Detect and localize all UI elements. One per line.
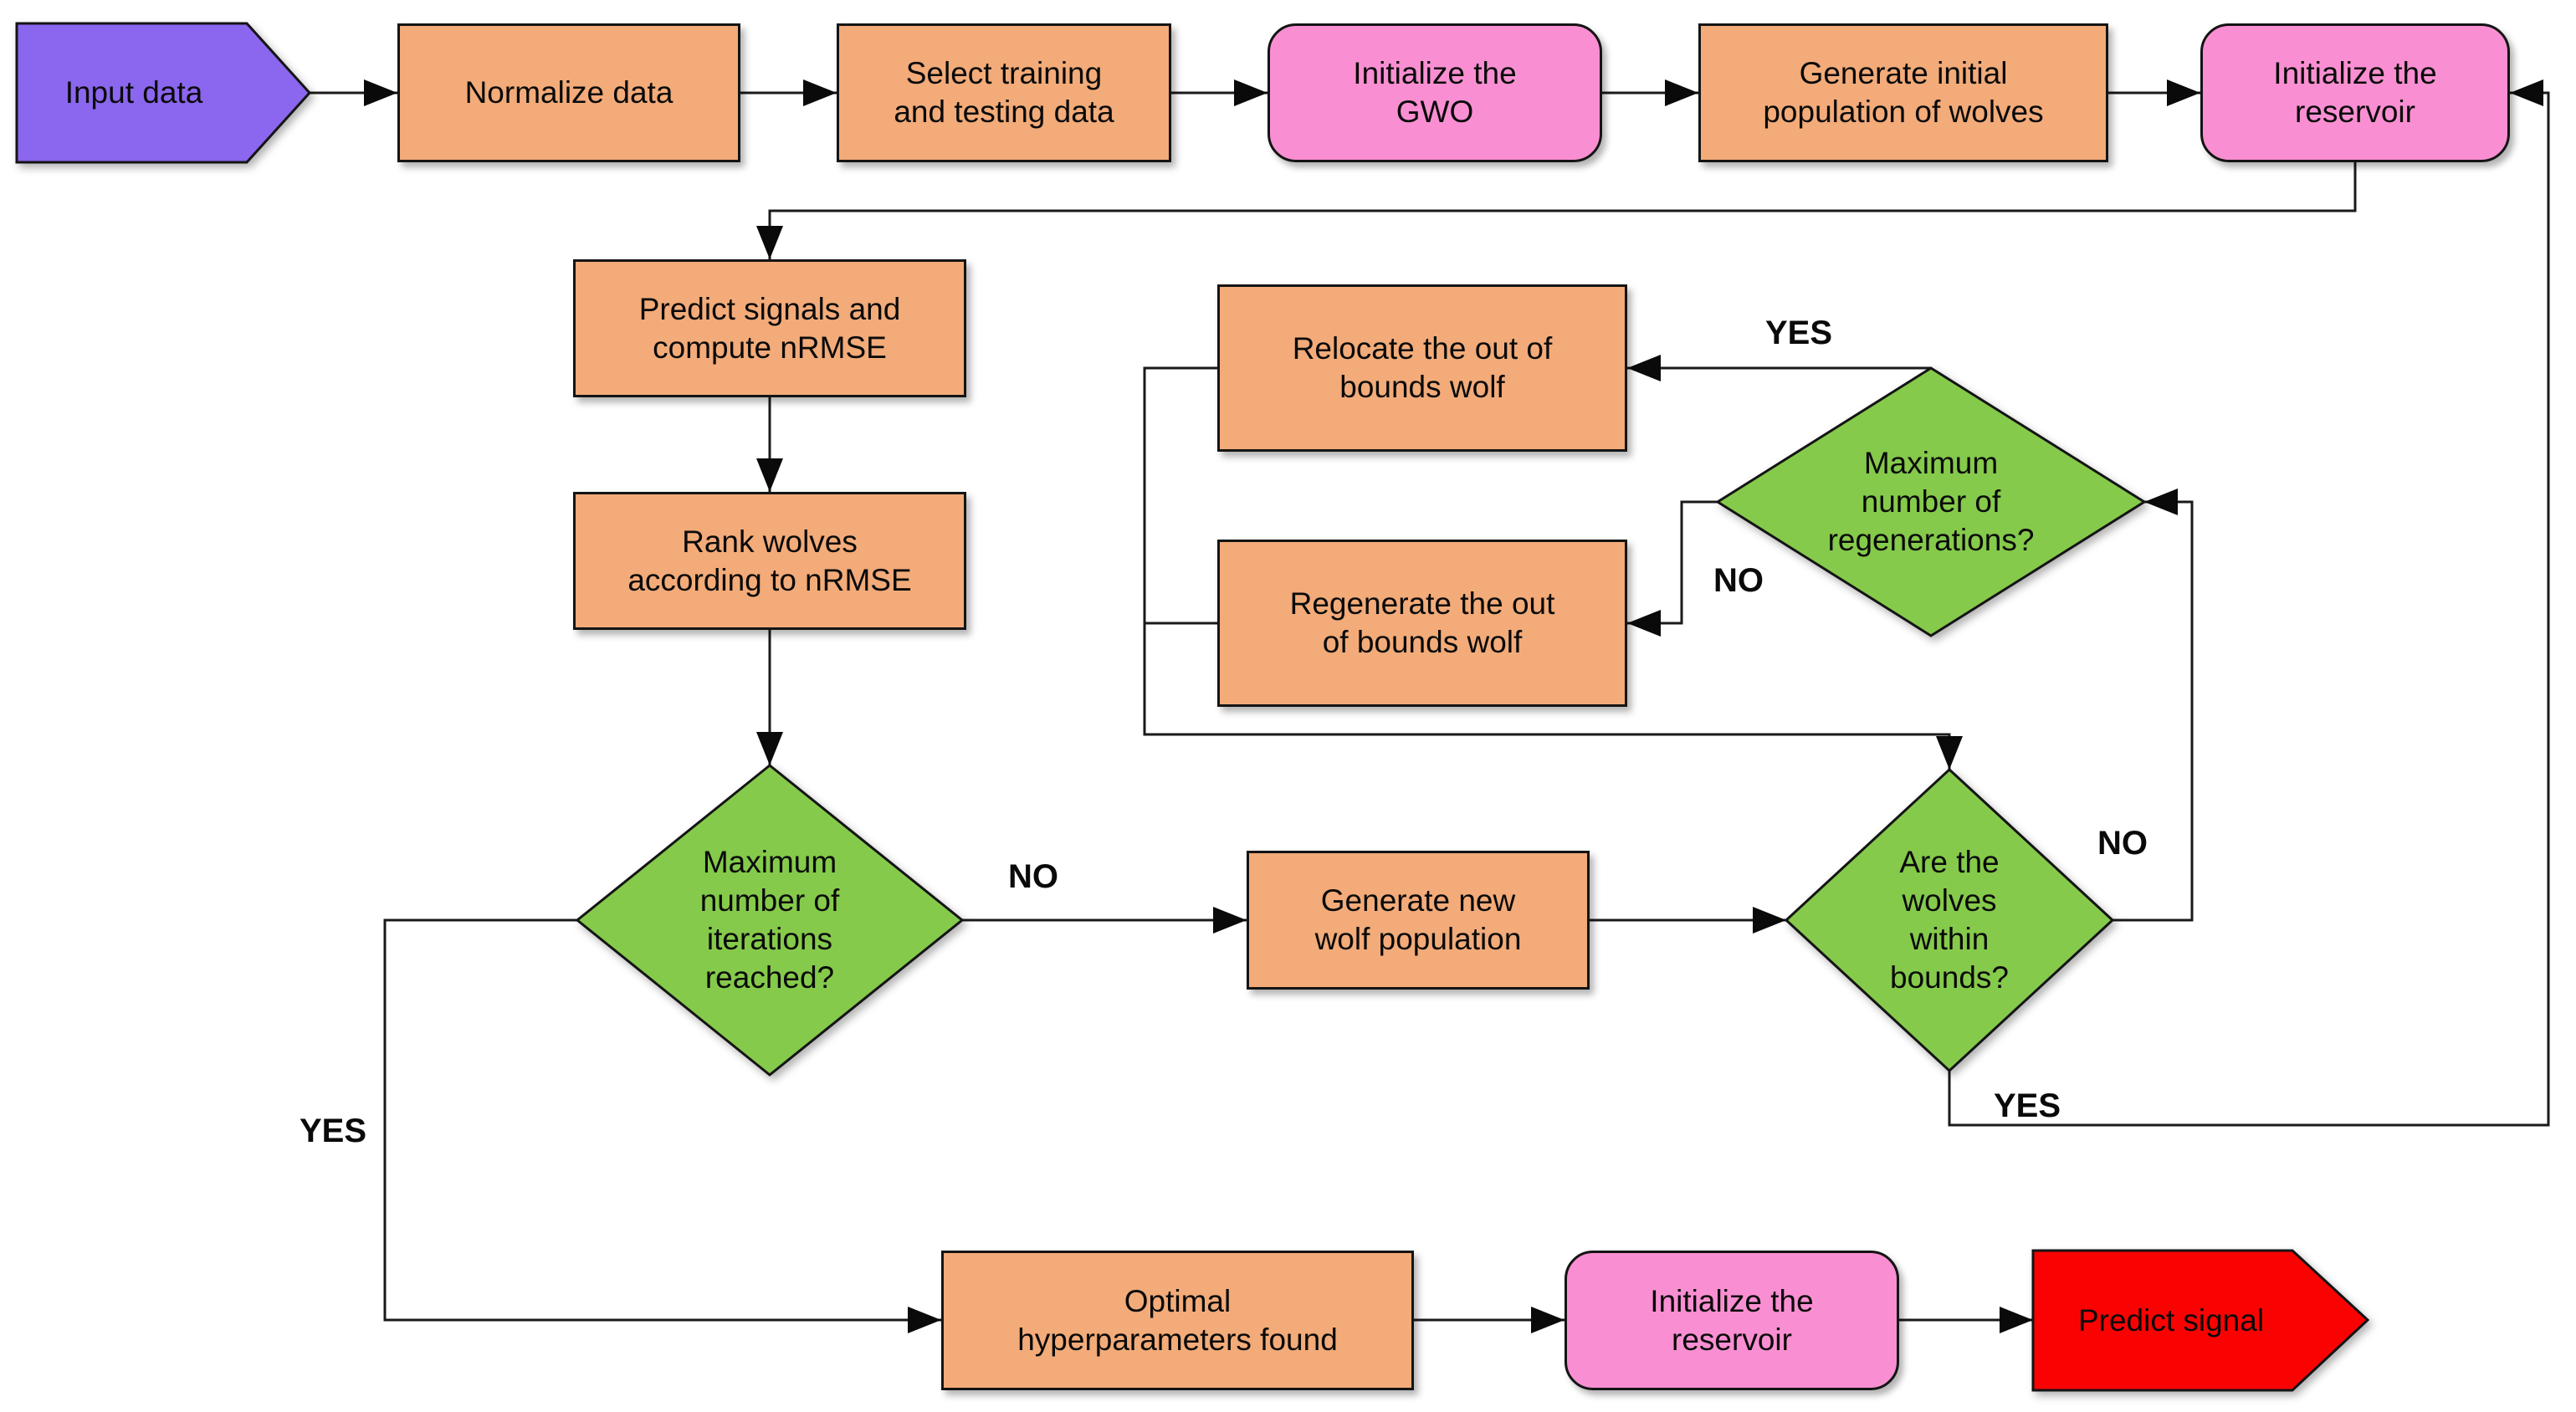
node-generate-initial-population: Generate initial population of wolves bbox=[1698, 23, 2108, 162]
node-relocate-wolf: Relocate the out of bounds wolf bbox=[1217, 284, 1627, 452]
node-predict-signals-nrmse: Predict signals and compute nRMSE bbox=[573, 259, 966, 397]
node-max-regenerations-label: Maximum number of regenerations? bbox=[1827, 446, 2035, 557]
node-rank-wolves-label: Rank wolves according to nRMSE bbox=[627, 524, 912, 597]
node-rank-wolves: Rank wolves according to nRMSE bbox=[573, 492, 966, 630]
node-predict-signal-label: Predict signal bbox=[2077, 1302, 2265, 1338]
node-normalize-data: Normalize data bbox=[397, 23, 740, 162]
node-optimal-hyperparameters-label: Optimal hyperparameters found bbox=[1017, 1283, 1338, 1357]
node-initialize-gwo: Initialize the GWO bbox=[1268, 23, 1602, 162]
edge-bounds-no-to-regenerations bbox=[2113, 489, 2194, 922]
node-shape-input-data bbox=[15, 22, 312, 164]
node-initialize-reservoir-top-label: Initialize the reservoir bbox=[2273, 56, 2437, 129]
node-wolves-within-bounds: Are the wolves within bounds? bbox=[1824, 786, 2075, 1054]
edge-reservoir-to-predict-signals bbox=[756, 162, 2357, 259]
edge-label-regenerations-no: NO bbox=[1713, 561, 1764, 599]
node-generate-initial-population-label: Generate initial population of wolves bbox=[1763, 56, 2044, 129]
edge-iterations-yes-to-optimal bbox=[383, 918, 941, 1333]
edge-relocate-merge-to-bounds bbox=[1143, 366, 1963, 770]
node-initialize-reservoir-bottom: Initialize the reservoir bbox=[1565, 1251, 1899, 1390]
node-max-regenerations: Maximum number of regenerations? bbox=[1764, 393, 2098, 611]
edge-bounds-yes-to-reservoir-top bbox=[1948, 79, 2550, 1127]
node-max-iterations: Maximum number of iterations reached? bbox=[602, 795, 937, 1046]
node-initialize-reservoir-bottom-label: Initialize the reservoir bbox=[1650, 1283, 1814, 1357]
node-predict-signal: Predict signal bbox=[2033, 1251, 2309, 1390]
node-wolves-within-bounds-label: Are the wolves within bounds? bbox=[1890, 845, 2009, 995]
edge-regenerations-no-to-regenerate bbox=[1627, 500, 1718, 637]
node-max-iterations-label: Maximum number of iterations reached? bbox=[699, 845, 840, 995]
node-input-data-label: Input data bbox=[64, 75, 203, 110]
edge-label-bounds-yes: YES bbox=[1993, 1087, 2061, 1124]
edge-label-iterations-yes: YES bbox=[299, 1112, 367, 1149]
node-shape-predict-signal bbox=[2031, 1249, 2370, 1392]
node-initialize-gwo-label: Initialize the GWO bbox=[1353, 56, 1517, 129]
edge-label-regenerations-yes: YES bbox=[1764, 314, 1833, 351]
edge-label-bounds-no: NO bbox=[2097, 824, 2148, 862]
node-shape-wolves-within-bounds bbox=[1784, 767, 2115, 1073]
node-initialize-reservoir-top: Initialize the reservoir bbox=[2200, 23, 2510, 162]
node-generate-new-population-label: Generate new wolf population bbox=[1314, 883, 1522, 956]
node-optimal-hyperparameters: Optimal hyperparameters found bbox=[941, 1251, 1414, 1390]
node-regenerate-wolf-label: Regenerate the out of bounds wolf bbox=[1289, 586, 1555, 659]
node-normalize-data-label: Normalize data bbox=[464, 75, 673, 110]
node-input-data: Input data bbox=[17, 23, 251, 162]
node-predict-signals-nrmse-label: Predict signals and compute nRMSE bbox=[638, 291, 901, 365]
node-relocate-wolf-label: Relocate the out of bounds wolf bbox=[1292, 331, 1553, 404]
edge-label-iterations-no: NO bbox=[1008, 857, 1058, 895]
node-shape-max-regenerations bbox=[1715, 366, 2147, 637]
node-select-training-data: Select training and testing data bbox=[837, 23, 1171, 162]
node-generate-new-population: Generate new wolf population bbox=[1247, 851, 1590, 990]
node-select-training-data-label: Select training and testing data bbox=[894, 56, 1114, 129]
node-regenerate-wolf: Regenerate the out of bounds wolf bbox=[1217, 540, 1627, 707]
node-shape-max-iterations bbox=[575, 764, 965, 1077]
